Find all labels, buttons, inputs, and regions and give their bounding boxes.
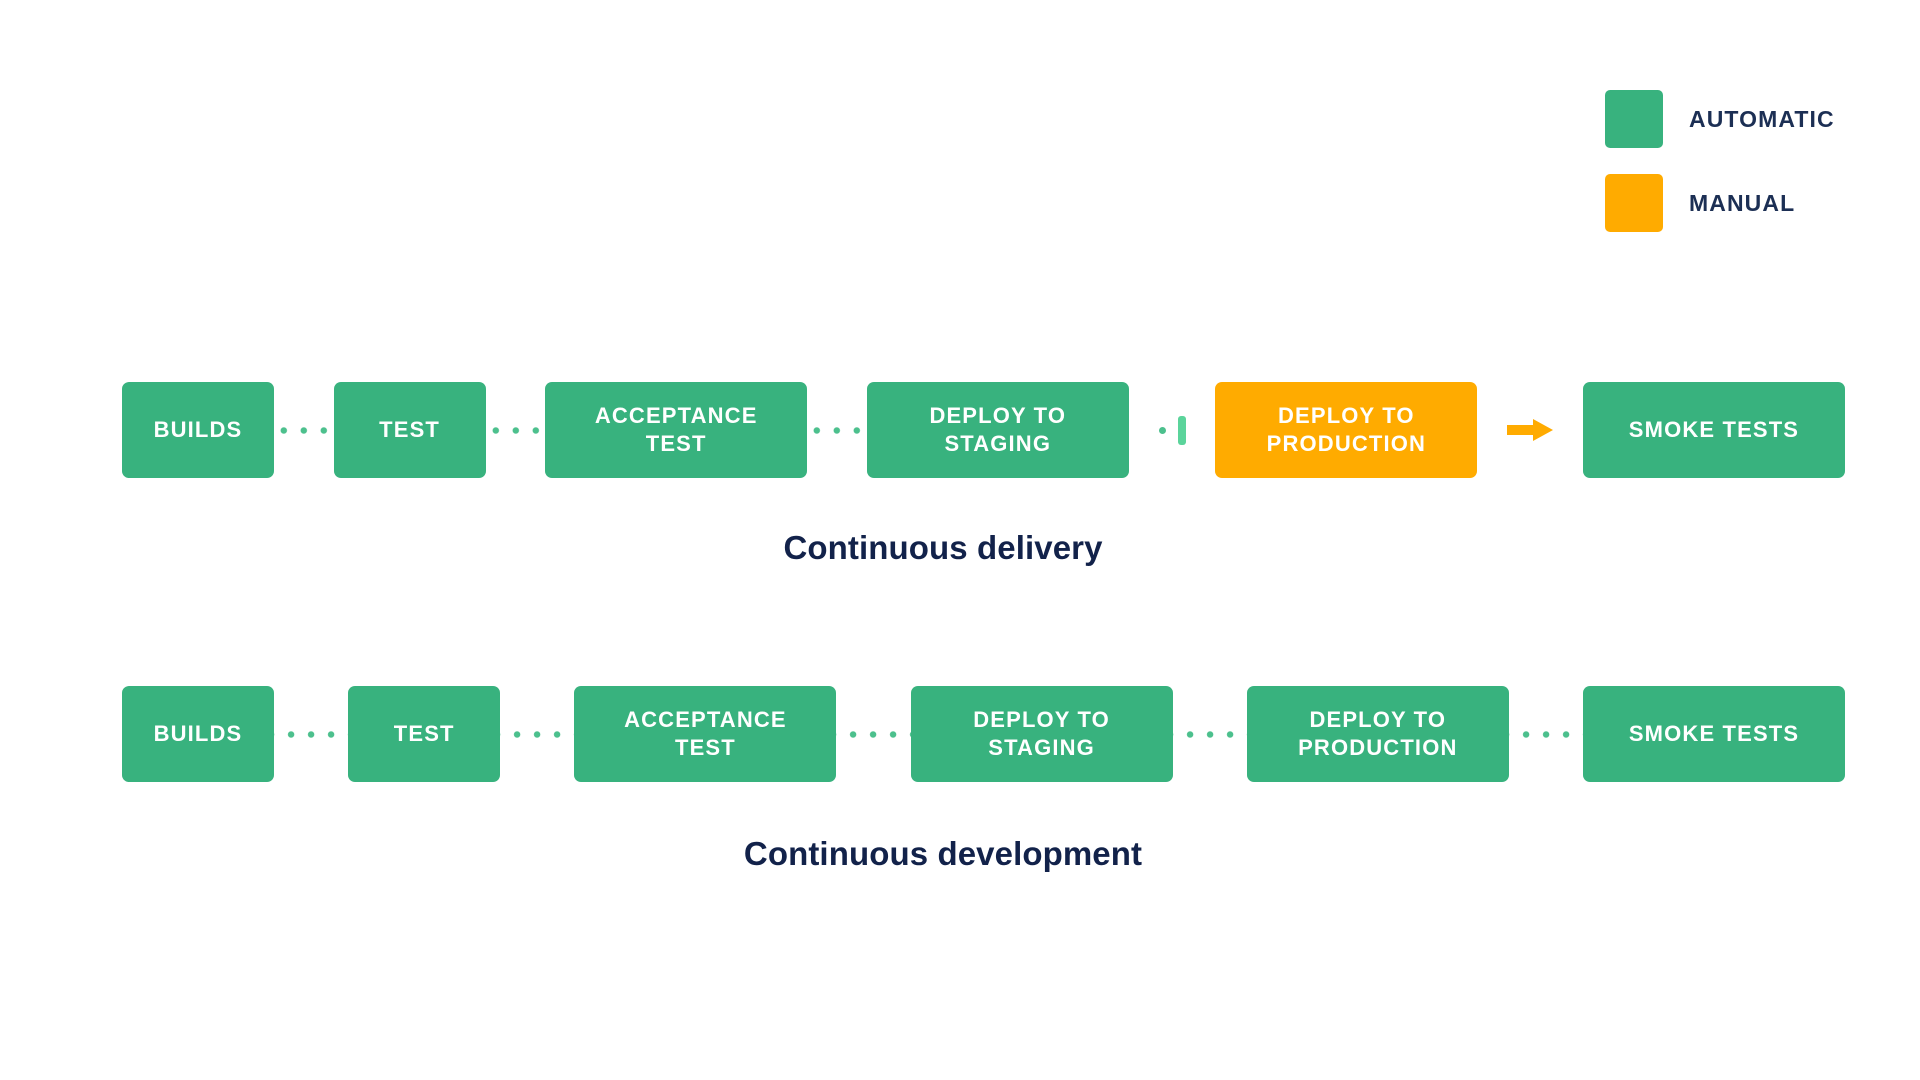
stage-deploy-to-production[interactable]: DEPLOY TO PRODUCTION (1246, 686, 1509, 782)
pipeline-track: BUILDS TEST ACCEPTANCE TEST DEPLOY TO ST… (0, 686, 1920, 782)
caption-continuous-development: Continuous development (0, 835, 1920, 873)
connector-dotted (1172, 686, 1247, 782)
stage-label: DEPLOY TO STAGING (973, 707, 1110, 760)
connector-dotted (274, 382, 334, 478)
dotted-line-icon (274, 426, 334, 434)
legend-label-manual: MANUAL (1689, 189, 1796, 216)
stage-smoke-tests[interactable]: SMOKE TESTS (1582, 382, 1845, 478)
stage-label: DEPLOY TO PRODUCTION (1266, 403, 1427, 456)
caption-text: Continuous development (743, 835, 1143, 872)
connector-dotted (1508, 686, 1584, 782)
stage-deploy-to-production[interactable]: DEPLOY TO PRODUCTION (1215, 382, 1478, 478)
stage-label: DEPLOY TO STAGING (929, 403, 1067, 456)
legend-swatch-manual-icon (1605, 174, 1663, 232)
stage-test[interactable]: TEST (348, 686, 501, 782)
stage-acceptance-test[interactable]: ACCEPTANCE TEST (574, 686, 837, 782)
stage-label: TEST (393, 721, 455, 747)
dotted-line-icon (485, 426, 546, 434)
connector-arrow (1477, 382, 1583, 478)
gate-bar-icon (1177, 415, 1186, 445)
connector-dotted (485, 382, 546, 478)
stage-deploy-to-staging[interactable]: DEPLOY TO STAGING (866, 382, 1129, 478)
stage-acceptance-test[interactable]: ACCEPTANCE TEST (545, 382, 808, 478)
stage-builds[interactable]: BUILDS (122, 686, 274, 782)
connector-dotted (500, 686, 575, 782)
stage-label: TEST (379, 417, 440, 443)
connector-dotted (807, 382, 867, 478)
legend-swatch-automatic-icon (1605, 90, 1663, 148)
stage-label: SMOKE TESTS (1628, 417, 1800, 443)
stage-label: DEPLOY TO PRODUCTION (1298, 707, 1458, 760)
caption-continuous-delivery: Continuous delivery (0, 529, 1920, 567)
pipeline-track: BUILDS TEST ACCEPTANCE TEST DEPLOY TO ST… (0, 382, 1920, 478)
arrow-head (1533, 419, 1554, 441)
dotted-line-icon (836, 730, 911, 738)
stage-label: BUILDS (153, 417, 243, 443)
stage-smoke-tests[interactable]: SMOKE TESTS (1583, 686, 1846, 782)
arrow-shaft (1507, 425, 1534, 435)
dotted-line-icon (807, 426, 867, 434)
stage-test[interactable]: TEST (333, 382, 486, 478)
stage-label: SMOKE TESTS (1628, 721, 1800, 747)
dotted-line-icon (1172, 730, 1247, 738)
connector-dotted (836, 686, 911, 782)
dotted-line-icon (500, 730, 575, 738)
pipeline-continuous-development: BUILDS TEST ACCEPTANCE TEST DEPLOY TO ST… (0, 686, 1920, 782)
arrow-right-icon (1507, 419, 1554, 441)
stage-label: BUILDS (153, 721, 243, 747)
legend: AUTOMATIC MANUAL (1605, 90, 1835, 232)
stage-label: ACCEPTANCE TEST (594, 403, 758, 456)
connector-manual-gate (1129, 382, 1216, 478)
legend-label-automatic: AUTOMATIC (1689, 105, 1835, 132)
stage-deploy-to-staging[interactable]: DEPLOY TO STAGING (910, 686, 1173, 782)
dotted-line-icon (274, 730, 349, 738)
stage-label: ACCEPTANCE TEST (624, 707, 787, 760)
dotted-line-icon (1508, 730, 1584, 738)
legend-item-automatic: AUTOMATIC (1605, 90, 1835, 148)
pipeline-continuous-delivery: BUILDS TEST ACCEPTANCE TEST DEPLOY TO ST… (0, 382, 1920, 478)
legend-item-manual: MANUAL (1605, 174, 1835, 232)
gate-dot-icon (1158, 426, 1166, 434)
connector-dotted (274, 686, 349, 782)
stage-builds[interactable]: BUILDS (122, 382, 274, 478)
caption-text: Continuous delivery (783, 529, 1103, 566)
